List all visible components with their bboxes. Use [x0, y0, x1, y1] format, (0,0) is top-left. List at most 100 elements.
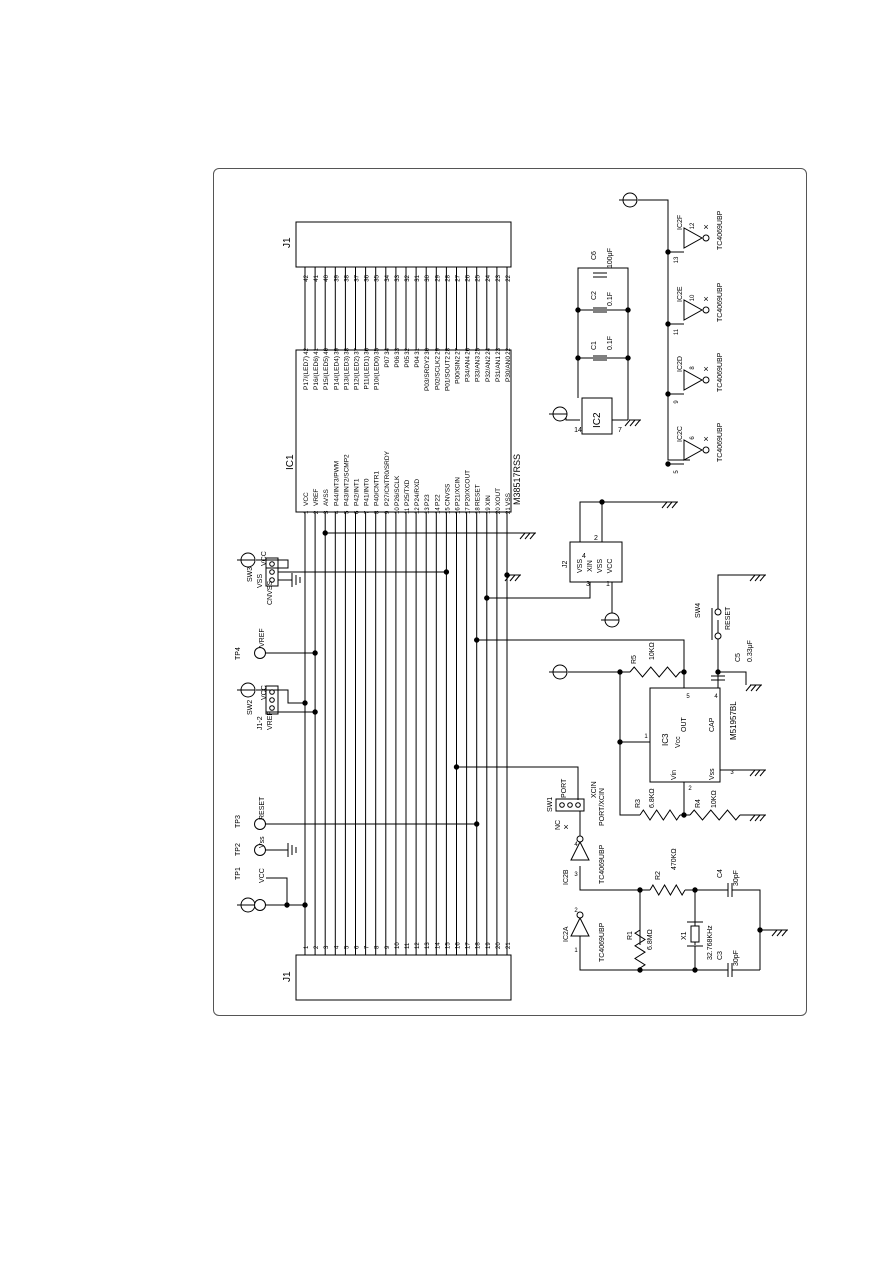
j2-pin1: 1: [606, 581, 610, 588]
junction-dot: [599, 499, 605, 505]
ic1-bottom-pin-num: 5: [344, 510, 350, 514]
gate-pin-in: 13: [674, 256, 680, 263]
ic2b-part: TC4069UBP: [599, 844, 606, 884]
ground-tp2: [287, 843, 297, 857]
ic2-decouple-frame: [577, 267, 629, 420]
j1-top-pin-num: 28: [445, 274, 451, 281]
ground-hatch: [509, 574, 516, 582]
j1-bottom-pin-num: 4: [334, 945, 340, 949]
vcc-symbol-j2: [601, 612, 620, 628]
sw1-header: [555, 798, 585, 812]
gate-part: TC4069UBP: [717, 422, 724, 462]
ic1-left-pin-name: P40/CNTR1: [374, 471, 381, 506]
ground-hatch: [754, 769, 761, 777]
j1-right-header: [295, 221, 512, 268]
c5-wire: [718, 671, 747, 685]
tp3-label: TP3: [235, 815, 242, 828]
ground-xtal: [771, 929, 788, 937]
junction-dot: [474, 821, 480, 827]
sw4-label: SW4: [695, 603, 702, 618]
j1-bottom-pin-num: 7: [365, 945, 371, 949]
ic1-left-pin-name: P20/XCOUT: [465, 470, 472, 506]
ground-hatch: [749, 574, 756, 582]
inverter-body: [683, 227, 704, 249]
sw1-nc-mark: ×: [563, 822, 568, 832]
ic1-bottom-pin-num: 21: [506, 507, 512, 514]
ground-hatch: [666, 501, 673, 509]
no-connect-mark: ×: [703, 434, 708, 444]
ic2-body: [581, 397, 613, 435]
j1-bottom-pin-num: 10: [395, 942, 401, 949]
ic1-top-pin-num: 41: [314, 347, 320, 354]
j1-bottom-pin-num: 8: [375, 945, 381, 949]
tp4-symbol: [254, 647, 266, 659]
ic1-right-pin-name: P15/(LED5): [323, 356, 330, 390]
ic1-top-pin-num: 42: [304, 347, 310, 354]
ground-hatch: [749, 814, 756, 822]
ic1-right-pin-name: P04: [414, 356, 421, 368]
ic1-top-pin-num: 26: [466, 347, 472, 354]
j1-bottom-pin-num: 3: [324, 945, 330, 949]
ic1-bottom-pin-num: 2: [314, 510, 320, 514]
ic1-left-pin-name: P42/INT1: [354, 478, 361, 506]
j1-bottom-pin-num: 9: [385, 945, 391, 949]
inverter-unused-c: [683, 439, 710, 461]
ic1-top-pin-num: 25: [476, 347, 482, 354]
j1-bottom-pin-num: 16: [456, 942, 462, 949]
ic1-top-pin-num: 37: [355, 347, 361, 354]
gate-pin-in: 5: [674, 470, 680, 474]
ic1-left-pin-name: VSS: [505, 492, 512, 506]
ic1-bottom-pin-num: 9: [385, 510, 391, 514]
gate-part: TC4069UBP: [717, 352, 724, 392]
j1-bottom-pin-num: 12: [415, 942, 421, 949]
j1-top-pin-num: 24: [486, 274, 492, 281]
ic3-vin-wire: [680, 782, 685, 816]
j1-bottom-pin-num: 2: [314, 945, 320, 949]
ic1-top-pin-num: 39: [334, 347, 340, 354]
j1-top-pin-num: 36: [365, 274, 371, 281]
gate-pin-out: 6: [690, 436, 696, 440]
ic1-right-pin-name: P11/(LED1): [364, 356, 371, 389]
ground-r4: [749, 814, 766, 822]
j1-bottom-pin-num: 19: [486, 942, 492, 949]
ic1-bottom-pin-num: 16: [456, 507, 462, 514]
tp1-label: TP1: [235, 867, 242, 880]
j2-pin4: 4: [582, 553, 586, 560]
ground-hatch: [759, 769, 766, 777]
tp3-symbol: [254, 818, 266, 830]
junction-dot: [575, 355, 581, 361]
tp4-label: TP4: [235, 647, 242, 660]
header-pin: [269, 705, 275, 711]
r1-value: 6.8MΩ: [647, 929, 654, 950]
ic1-left-pin-name: P24/RXD: [414, 479, 421, 506]
sw1-port-label: PORT: [561, 778, 568, 798]
ic2b-label: IC2B: [563, 869, 570, 885]
ic1-left-pin-name: VREF: [313, 489, 320, 506]
ground-hatch: [754, 574, 761, 582]
j2-pin2: 2: [594, 535, 598, 542]
inverter-bubble: [702, 234, 710, 242]
wires-layer: [237, 192, 788, 977]
ic2-label: IC2: [592, 412, 603, 428]
inverter-body: [683, 369, 704, 391]
sw3-vcc-wire: [256, 559, 289, 569]
gate-pin-in: 11: [674, 328, 680, 335]
ic2-unused-vcc-rail: [638, 199, 690, 461]
j1-top-pin-num: 27: [456, 274, 462, 281]
r3-symbol: [639, 809, 681, 821]
c2-symbol: [593, 307, 607, 313]
sw3-vss-label: VSS: [257, 574, 264, 588]
r3-ref: R3: [635, 799, 642, 808]
j1-top-pin-num: 29: [435, 274, 441, 281]
ic1-left-pin-name: P27/CNTR0/SRDY: [384, 450, 391, 506]
sw2-header: [265, 685, 279, 715]
ic1-top-pin-num: 32: [405, 347, 411, 354]
ground-hatch: [634, 419, 641, 427]
sw4-contact: [714, 608, 722, 616]
c1-value: 0.1F: [607, 336, 614, 350]
c2-ref: C2: [591, 291, 598, 300]
sw2-j1-label: J1-2: [257, 716, 264, 730]
j1-top-pin-num: 33: [395, 274, 401, 281]
ground-hatch: [759, 814, 766, 822]
sw3-label: SW3: [247, 567, 254, 582]
